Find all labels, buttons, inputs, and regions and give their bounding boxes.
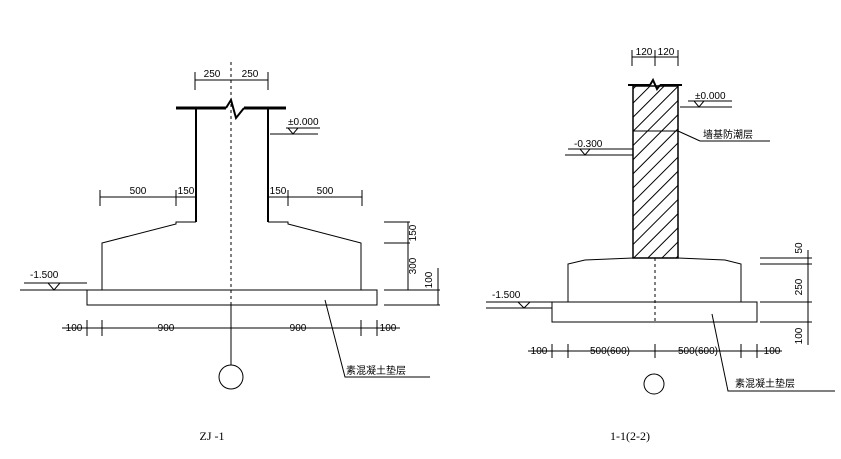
dim-right-3: 100 [424,271,435,288]
dim-mid-4: 500 [317,186,334,197]
dpc-note: 墙基防潮层 [703,128,753,141]
dim-bottom-4: 100 [380,323,397,334]
zj1-section: 250 250 ±0.000 500 150 150 500 -1.50 [20,62,440,443]
brick-wall [632,85,679,259]
dim-bottom-r3: 500(600) [678,346,718,357]
axis-bubble [218,364,244,390]
dim-bottom-r4: 100 [764,346,781,357]
dim-mid-3: 150 [270,186,287,197]
dim-top-r1: 120 [636,47,653,58]
level-mid-label-r: -0.300 [574,139,603,150]
dim-right-1: 150 [408,224,419,241]
dim-top-1: 250 [204,69,221,80]
axis-bubble-r [643,373,665,395]
section-1-1: 120 120 ±0.000 -0.300 墙基防潮层 -1.500 [486,47,835,443]
dim-mid-2: 150 [178,186,195,197]
cushion-note-r: 素混凝土垫层 [735,377,795,390]
level-top-label-r: ±0.000 [695,91,726,102]
level-bottom-label-r: -1.500 [492,290,521,301]
level-bottom-label: -1.500 [30,270,59,281]
dim-right-2: 300 [408,257,419,274]
dim-right-r1: 50 [794,242,805,254]
dim-right-r2: 250 [794,278,805,295]
drawing-title-right: 1-1(2-2) [610,429,650,443]
dim-top-2: 250 [242,69,259,80]
dim-mid-1: 500 [130,186,147,197]
dim-top-r2: 120 [658,47,675,58]
dim-bottom-3: 900 [290,323,307,334]
dim-bottom-r2: 500(600) [590,346,630,357]
dim-bottom-1: 100 [66,323,83,334]
dim-bottom-2: 900 [158,323,175,334]
dim-right-r3: 100 [794,327,805,344]
level-top-label: ±0.000 [288,117,319,128]
dim-bottom-r1: 100 [531,346,548,357]
cushion-note: 素混凝土垫层 [346,364,406,377]
drawing-title-left: ZJ -1 [200,429,225,443]
